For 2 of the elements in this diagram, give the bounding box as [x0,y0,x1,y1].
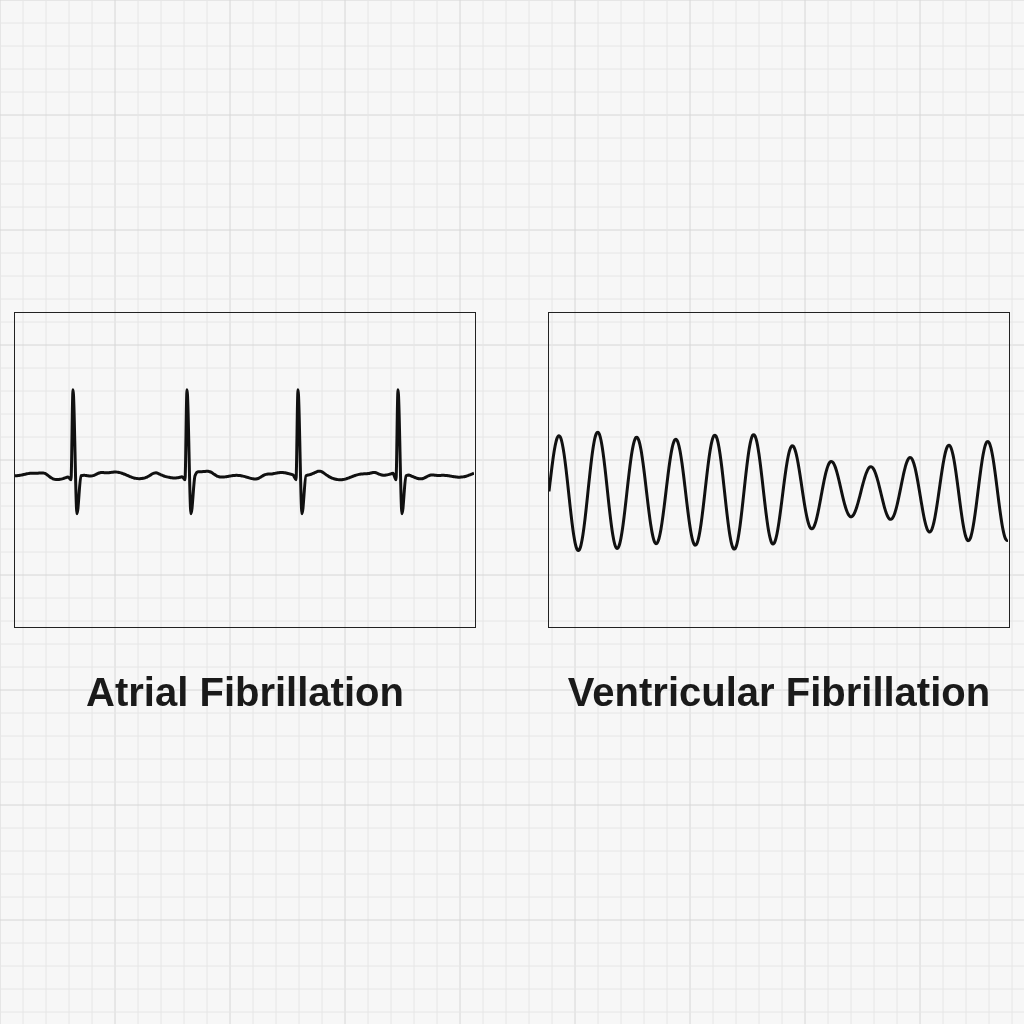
rhythm-label: Ventricular Fibrillation [566,670,992,715]
rhythm-label: Atrial Fibrillation [85,670,405,715]
